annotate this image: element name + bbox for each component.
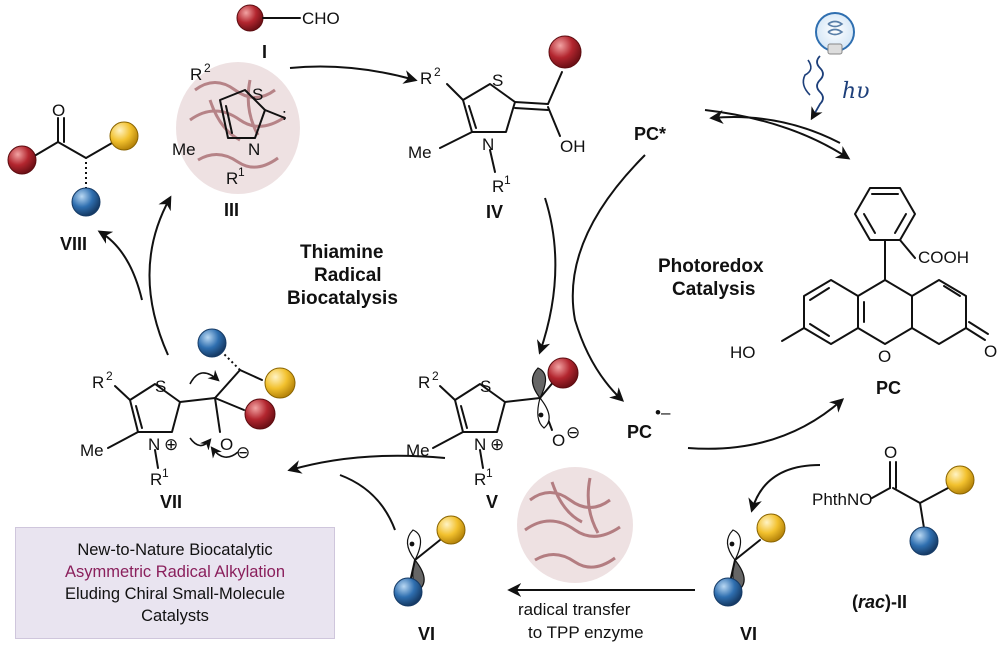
label-I: I bbox=[262, 42, 267, 62]
svg-text:R: R bbox=[92, 373, 104, 392]
svg-text:S: S bbox=[155, 377, 166, 396]
radical-VI-right: VI bbox=[713, 513, 786, 644]
compound-I: CHO I bbox=[236, 4, 340, 62]
compound-V: R 2 S N ⊕ Me R 1 O ⊖ V bbox=[406, 357, 580, 512]
arrow-IV-to-V bbox=[536, 197, 557, 355]
svg-text:2: 2 bbox=[432, 369, 439, 383]
label-PC-star: PC* bbox=[634, 124, 666, 144]
svg-text:2: 2 bbox=[106, 369, 113, 383]
svg-text:S: S bbox=[252, 85, 263, 104]
label-VIII: VIII bbox=[60, 234, 87, 254]
svg-text:CHO: CHO bbox=[302, 9, 340, 28]
hv-wave bbox=[802, 59, 812, 96]
compound-III: R 2 S N Me R 1 : III bbox=[172, 61, 300, 220]
label-rac-II: (rac)-II bbox=[852, 592, 907, 612]
arrow-VI-entry bbox=[339, 474, 396, 531]
transfer-label-2: to TPP enzyme bbox=[528, 623, 644, 642]
thiamine-title-1: Thiamine bbox=[300, 242, 383, 263]
svg-text:N: N bbox=[482, 135, 494, 154]
svg-text:COOH: COOH bbox=[918, 248, 969, 267]
svg-text:1: 1 bbox=[238, 165, 245, 179]
svg-text:R: R bbox=[420, 69, 432, 88]
svg-text:Me: Me bbox=[80, 441, 104, 460]
svg-text:O: O bbox=[878, 347, 891, 366]
svg-text:S: S bbox=[492, 71, 503, 90]
svg-text:Me: Me bbox=[408, 143, 432, 162]
svg-text:R: R bbox=[226, 169, 238, 188]
svg-text:⊖: ⊖ bbox=[566, 423, 580, 442]
enzyme-TPP bbox=[517, 467, 633, 583]
arrow-PCstar-to-PCrad bbox=[571, 154, 646, 402]
light-bulb-icon bbox=[815, 12, 855, 55]
note-line-1: New-to-Nature Biocatalytic bbox=[77, 541, 273, 559]
svg-text:N: N bbox=[474, 435, 486, 454]
svg-text:⊕: ⊕ bbox=[164, 435, 178, 454]
arrow-PC-return bbox=[709, 110, 841, 144]
transfer-label-1: radical transfer bbox=[518, 600, 631, 619]
note-line-2: Asymmetric Radical Alkylation bbox=[64, 563, 286, 581]
label-V: V bbox=[486, 492, 498, 512]
svg-text:⊖: ⊖ bbox=[236, 443, 250, 462]
compound-IV: R 2 S N Me R 1 OH IV bbox=[408, 35, 586, 222]
photoredox-title-2: Catalysis bbox=[672, 279, 755, 300]
arrow-to-VIII bbox=[97, 230, 143, 301]
arrow-PC-excitation bbox=[704, 109, 851, 160]
thiamine-title-2: Radical bbox=[314, 265, 382, 286]
compound-rac-II: PhthNO O (rac)-II bbox=[812, 443, 975, 612]
svg-text:Me: Me bbox=[172, 140, 196, 159]
arrow-V-to-VII bbox=[287, 454, 446, 474]
svg-text:HO: HO bbox=[730, 343, 756, 362]
svg-text:1: 1 bbox=[504, 173, 511, 187]
svg-text:R: R bbox=[474, 470, 486, 489]
label-PC-radical: PC bbox=[627, 422, 652, 442]
svg-text:O: O bbox=[220, 435, 233, 454]
compound-PC-fluorescein: COOH HO O O PC bbox=[730, 187, 997, 398]
label-VII: VII bbox=[160, 492, 182, 512]
svg-text:O: O bbox=[52, 101, 65, 120]
svg-text:PhthNO: PhthNO bbox=[812, 490, 872, 509]
svg-text:OH: OH bbox=[560, 137, 586, 156]
label-PC: PC bbox=[876, 378, 901, 398]
svg-text:Me: Me bbox=[406, 441, 430, 460]
summary-note-box: New-to-Nature Biocatalytic Asymmetric Ra… bbox=[15, 527, 335, 639]
svg-text:N: N bbox=[248, 140, 260, 159]
svg-text:R: R bbox=[492, 177, 504, 196]
svg-text:2: 2 bbox=[434, 65, 441, 79]
arrow-III-to-IV bbox=[289, 65, 418, 84]
svg-text:⊕: ⊕ bbox=[490, 435, 504, 454]
label-IV: IV bbox=[486, 202, 503, 222]
thiamine-title-3: Biocatalysis bbox=[287, 288, 398, 309]
hv-label: hυ bbox=[842, 79, 870, 104]
svg-text:R: R bbox=[418, 373, 430, 392]
arrow-PCrad-to-PC bbox=[687, 398, 845, 450]
label-VI-left: VI bbox=[418, 624, 435, 644]
hv-squiggle bbox=[810, 55, 824, 121]
label-III: III bbox=[224, 200, 239, 220]
svg-text:S: S bbox=[480, 377, 491, 396]
compound-VIII: O VIII bbox=[7, 101, 139, 254]
arrow-VII-to-III bbox=[148, 195, 172, 356]
lone-pair: : bbox=[282, 105, 287, 124]
compound-VII: R 2 S N ⊕ Me R 1 O ⊖ VII bbox=[80, 328, 296, 512]
photoredox-title-1: Photoredox bbox=[658, 256, 764, 277]
svg-text:O: O bbox=[884, 443, 897, 462]
label-VI-right: VI bbox=[740, 624, 757, 644]
svg-text:R: R bbox=[150, 470, 162, 489]
arrow-rac-II-to-VI bbox=[748, 464, 821, 513]
svg-text:O: O bbox=[984, 342, 997, 361]
svg-text:N: N bbox=[148, 435, 160, 454]
note-line-3: Eluding Chiral Small-Molecule bbox=[64, 585, 286, 603]
svg-text:1: 1 bbox=[162, 466, 169, 480]
svg-text:2: 2 bbox=[204, 61, 211, 75]
label-PC-radical-charge: •– bbox=[655, 403, 671, 422]
svg-text:R: R bbox=[190, 65, 202, 84]
radical-VI-left: VI bbox=[393, 515, 466, 644]
svg-text:1: 1 bbox=[486, 466, 493, 480]
note-line-4: Catalysts bbox=[141, 607, 209, 625]
svg-text:O: O bbox=[552, 431, 565, 450]
